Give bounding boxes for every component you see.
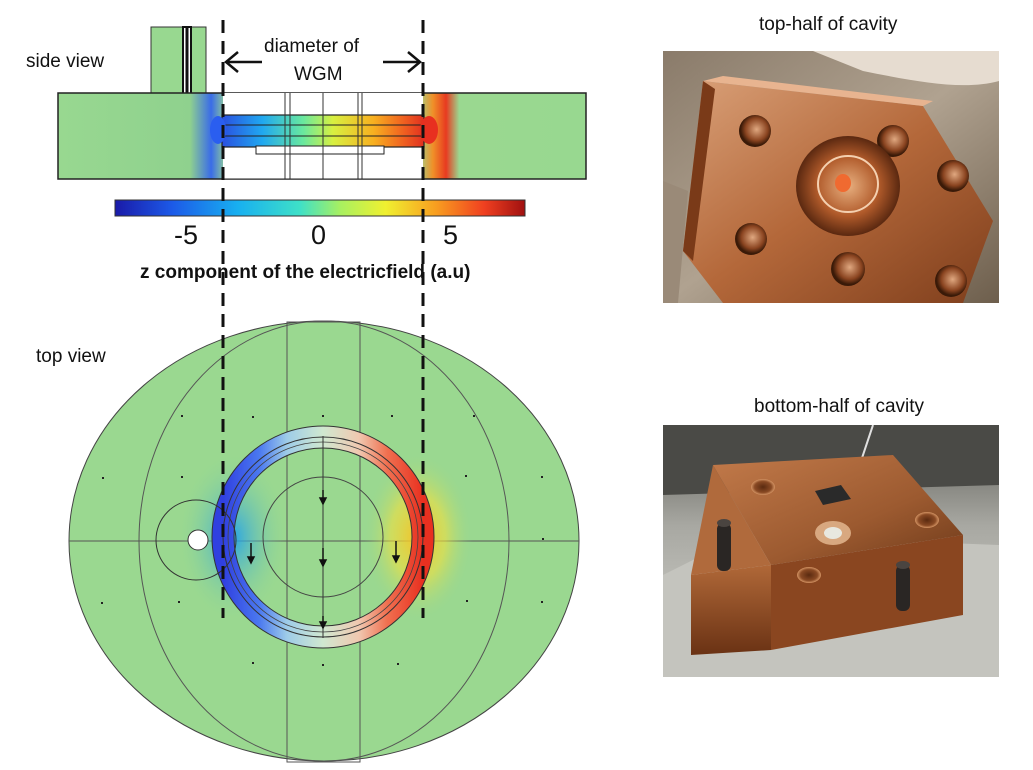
colorbar: [114, 199, 526, 217]
side-view-label: side view: [26, 51, 105, 72]
top-view-diagram: [68, 320, 580, 763]
top-half-cavity-photo: [663, 51, 999, 303]
colorbar-title: z component of the electricfield (a.u): [140, 262, 471, 283]
bottom-half-caption: bottom-half of cavity: [754, 396, 925, 417]
colorbar-tick-5: 5: [443, 220, 459, 250]
colorbar-tick-0: 0: [311, 220, 327, 250]
side-view-diagram: [57, 26, 587, 180]
top-half-caption: top-half of cavity: [759, 14, 898, 35]
colorbar-tick-neg5: -5: [174, 220, 199, 250]
dashed-guide-lines: [221, 20, 425, 618]
diameter-label-line1: diameter of: [264, 36, 360, 57]
top-view-label: top view: [36, 346, 106, 367]
diameter-arrow: [224, 51, 422, 73]
probe-port: [155, 499, 237, 581]
diameter-label-line2: WGM: [294, 64, 343, 85]
bottom-half-cavity-photo: [663, 425, 999, 677]
